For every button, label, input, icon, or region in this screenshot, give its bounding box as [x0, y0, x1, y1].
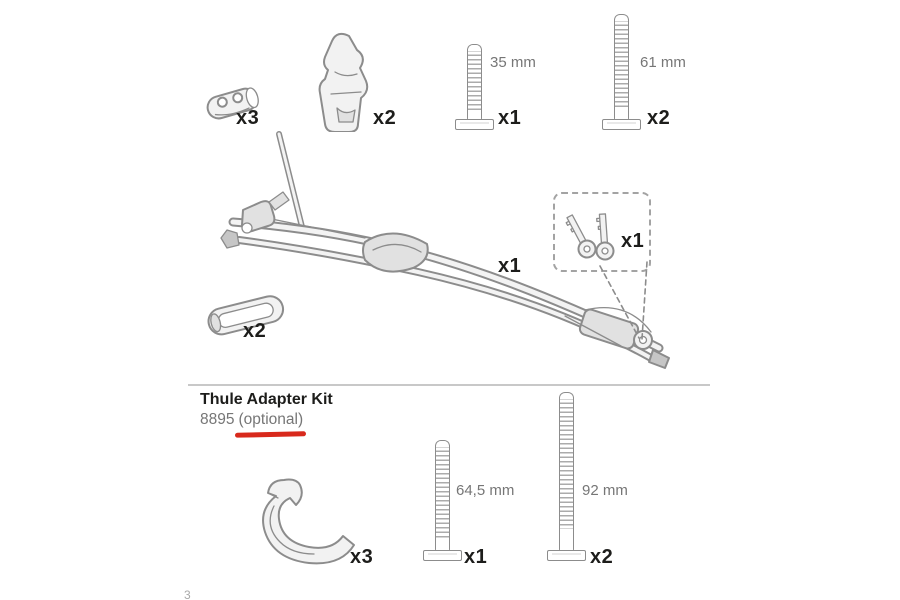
bolt-foot — [547, 550, 586, 561]
bolt-35mm-dimension-label: 35 mm — [490, 54, 536, 71]
adapter-kit-title: Thule Adapter Kit — [200, 391, 333, 408]
bolt-92mm-qty-label: x2 — [590, 546, 614, 568]
optional-red-underline — [235, 430, 307, 437]
bolt-shaft — [435, 440, 450, 551]
adapter-kit-heading: Thule Adapter Kit 8895(optional) — [200, 391, 333, 437]
bolt-64-5mm-dimension-label: 64,5 mm — [456, 482, 515, 499]
hook-qty-label: x3 — [350, 546, 374, 568]
bolt-92mm-dimension-label: 92 mm — [582, 482, 628, 499]
bolt-92mm-illustration — [547, 392, 586, 561]
bolt-foot — [423, 550, 462, 561]
pad-part-illustration — [207, 295, 285, 336]
bolt-61mm-qty-label: x2 — [647, 107, 671, 129]
adapter-kit-code: 8895 — [200, 411, 235, 428]
carrier-qty-label: x1 — [498, 255, 522, 277]
adapter-kit-subtitle: 8895(optional) — [200, 411, 333, 437]
sleeve-part-illustration — [206, 87, 259, 120]
bolt-shaft — [614, 14, 629, 120]
bolt-35mm-illustration — [455, 44, 494, 130]
pad-qty-label: x2 — [243, 320, 267, 342]
sleeve-qty-label: x3 — [236, 107, 260, 129]
bolt-64-5mm-qty-label: x1 — [464, 546, 488, 568]
keys-leader-lines — [599, 261, 648, 340]
keys-qty-label: x1 — [621, 230, 645, 252]
adapter-kit-optional: (optional) — [238, 411, 304, 428]
hook-part-illustration — [262, 478, 355, 565]
bolt-64-5mm-illustration — [423, 440, 462, 561]
bolt-foot — [602, 119, 641, 130]
bolt-shaft — [559, 392, 574, 551]
bolt-61mm-illustration — [602, 14, 641, 130]
bolt-shaft — [467, 44, 482, 120]
bolt-61mm-dimension-label: 61 mm — [640, 54, 686, 71]
carrier-assembly-illustration — [220, 131, 670, 369]
keys-icon — [565, 213, 615, 261]
bolt-35mm-qty-label: x1 — [498, 107, 522, 129]
bracket-qty-label: x2 — [373, 107, 397, 129]
page-number: 3 — [184, 588, 191, 600]
bolt-foot — [455, 119, 494, 130]
section-divider — [188, 384, 710, 386]
bracket-part-illustration — [318, 32, 369, 132]
